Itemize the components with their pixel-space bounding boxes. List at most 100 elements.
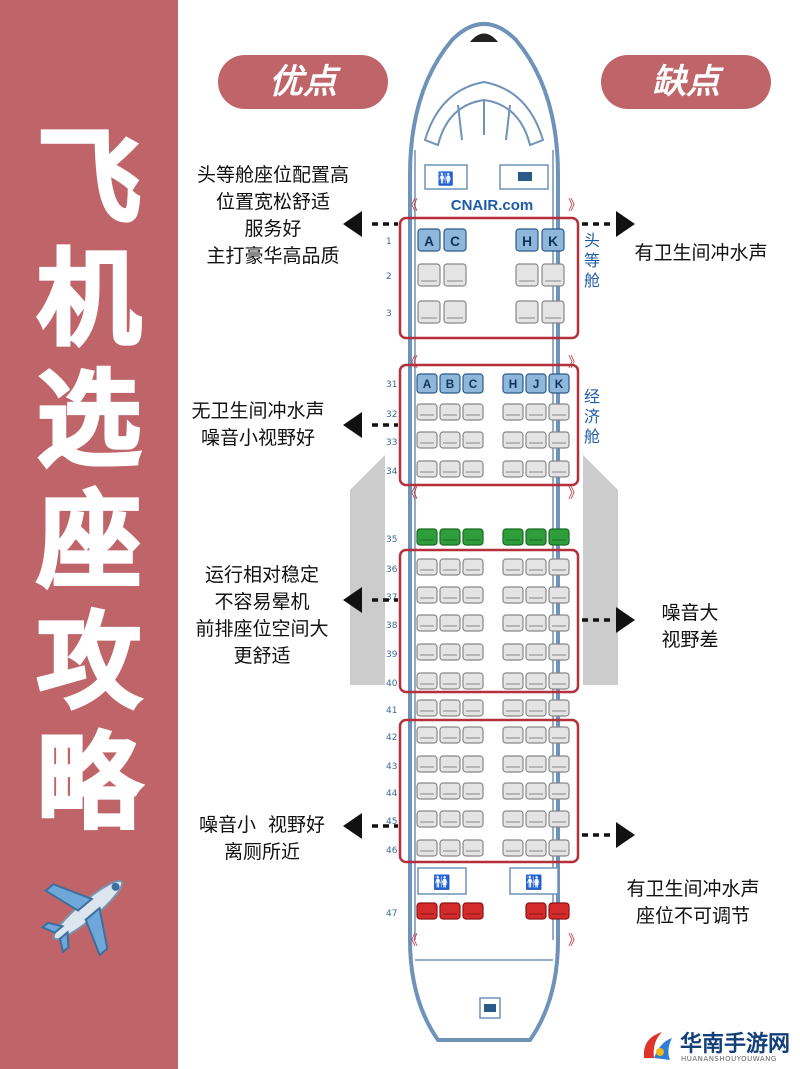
cabin-label-economy: 舱 [584,427,600,446]
seat [439,558,461,576]
note-front-economy-pros: 无卫生间冲水声噪音小视野好 [191,400,325,449]
row-number: 31 [386,380,397,390]
row-number: 46 [386,846,398,856]
seat-letter [443,228,467,252]
svg-text:🚻: 🚻 [433,874,450,891]
lavatory-icon [417,867,467,895]
seat [502,460,524,478]
left-title-band [0,0,178,1069]
seat-letter [548,373,570,394]
seat [502,782,524,800]
row-number: 44 [386,789,398,799]
title-char: 略 [35,721,142,845]
row-number: 42 [386,733,397,743]
seat-letter [525,373,547,394]
seat [439,403,461,421]
seat [462,431,484,449]
seat [502,558,524,576]
seat [416,755,438,773]
row-number: 40 [386,679,398,689]
seat [439,839,461,857]
seat [439,643,461,661]
seat [462,726,484,744]
seat [416,528,438,546]
seat [525,403,547,421]
seat [502,614,524,632]
seat [416,558,438,576]
seat [416,614,438,632]
seat [525,460,547,478]
cabin-label-first: 等 [584,251,600,270]
seat [439,782,461,800]
title-char: 飞 [35,116,142,240]
left-wing [350,455,385,685]
seat-letter-label: C [450,234,460,249]
note-rear-cons: 有卫生间冲水声座位不可调节 [626,878,760,927]
seat [548,810,570,828]
seat [462,810,484,828]
seat-letter-label: C [469,378,478,391]
seat-letter [417,228,441,252]
seat-letter-label: A [423,378,432,391]
seat-letter [416,373,438,394]
row-number: 45 [386,817,397,827]
zone-frame-first [398,216,580,340]
seat [462,782,484,800]
airplane-emoji-icon [40,879,124,957]
seat [416,586,438,604]
seat [541,263,565,287]
seat [502,431,524,449]
site-label: CNAIR.com [451,197,534,214]
row-number: 38 [386,621,398,631]
note-rear-pros: 噪音小 视野好离厕所近 [198,814,326,863]
seat [443,263,467,287]
seat [502,755,524,773]
pros-label: 优点 [218,55,388,109]
seat [462,528,484,546]
seat [462,839,484,857]
seat [416,431,438,449]
seat-letter [462,373,484,394]
arrow-right-icon [616,607,635,633]
seat [548,558,570,576]
seat [416,403,438,421]
seat [502,528,524,546]
note-first-class-cons: 有卫生间冲水声 [634,242,768,264]
arrow-left-icon [343,587,362,613]
right-wing [583,455,618,685]
seat [502,586,524,604]
nose-tip [470,33,498,42]
seat [416,699,438,717]
seat-letter [515,228,539,252]
seat [525,586,547,604]
seat-letter [541,228,565,252]
seat [462,902,484,920]
arrow-right-icon [616,822,635,848]
row-number: 33 [386,438,397,448]
cockpit-window [423,80,545,147]
seat [525,528,547,546]
seat [462,586,484,604]
seat [439,672,461,690]
site-logo-icon [643,1032,672,1060]
zone-frame-rear [398,718,580,864]
note-wing-cons: 噪音大视野差 [661,602,719,651]
site-logo-subtitle: HUANANSHOUYOUWANG [681,1055,777,1063]
seat [548,643,570,661]
site-logo-name: 华南手游网 [680,1032,791,1057]
svg-text:《: 《 [404,355,418,371]
row-number: 36 [386,565,398,575]
seat [525,699,547,717]
seat [548,403,570,421]
seat [502,403,524,421]
note-wing-pros: 运行相对稳定不容易晕机前排座位空间大更舒适 [195,564,329,667]
seat [416,782,438,800]
seat [439,460,461,478]
seat [548,755,570,773]
seat [548,699,570,717]
row-number: 1 [386,237,392,247]
seat [439,726,461,744]
seat [548,431,570,449]
seat [525,902,547,920]
